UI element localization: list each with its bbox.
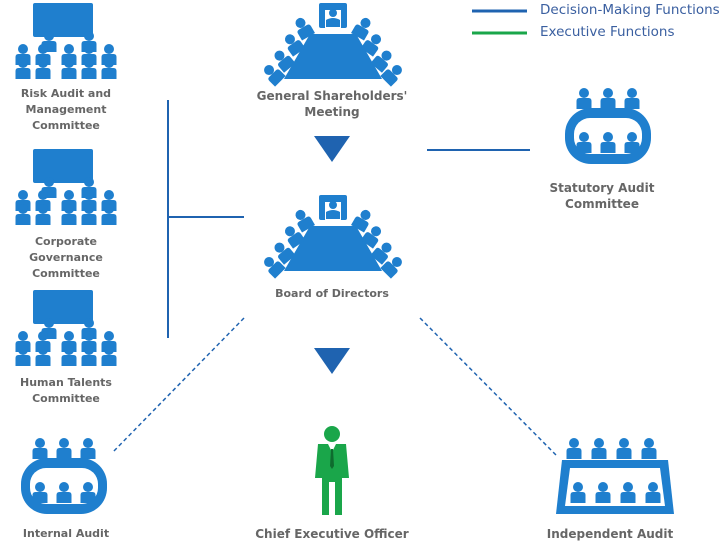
round-table-icon: [565, 88, 651, 164]
board-of-directors-label: Board of Directors: [275, 287, 389, 300]
boardroom-icon: [260, 3, 406, 87]
independent-audit-label: Independent Audit: [546, 527, 674, 541]
arrow-down-icon: [314, 348, 350, 374]
independent-audit-dotted-line: [419, 317, 557, 456]
businessman-icon: [315, 426, 349, 515]
presentation-audience-icon: [16, 149, 117, 225]
arrow-down-icon: [314, 136, 350, 162]
presentation-audience-icon: [16, 290, 117, 366]
statutory-audit-label: Statutory Audit Committee: [549, 181, 655, 211]
internal-audit-label: Internal Audit: [22, 527, 110, 540]
ceo-label: Chief Executive Officer: [255, 527, 409, 541]
tilted-table-icon: [556, 438, 674, 514]
legend-decision-label: Decision-Making Functions: [540, 2, 720, 18]
boardroom-icon: [260, 195, 406, 279]
general-shareholders-label: General Shareholders' Meeting: [256, 89, 408, 119]
risk-audit-label: Risk Audit and Management Committee: [20, 87, 112, 132]
corporate-governance-label: Corporate Governance Committee: [29, 235, 103, 280]
legend-executive-label: Executive Functions: [540, 24, 675, 40]
internal-audit-dotted-line: [111, 317, 245, 454]
presentation-audience-icon: [16, 3, 117, 79]
round-table-icon: [21, 438, 107, 514]
human-talents-label: Human Talents Committee: [20, 376, 112, 405]
